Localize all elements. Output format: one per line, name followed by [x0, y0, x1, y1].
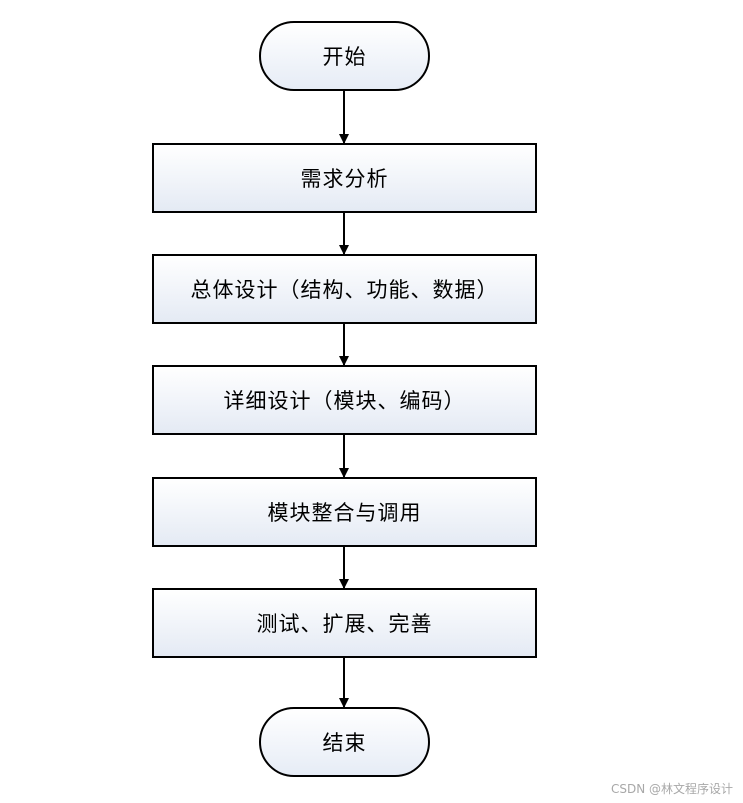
detailed-design-node: 详细设计（模块、编码） — [152, 365, 537, 435]
end-node-label: 结束 — [322, 731, 367, 755]
testing-label: 测试、扩展、完善 — [256, 612, 433, 636]
start-node-label: 开始 — [322, 45, 367, 69]
requirements-analysis-node: 需求分析 — [152, 143, 537, 213]
detailed-design-label: 详细设计（模块、编码） — [223, 389, 466, 413]
start-node: 开始 — [259, 21, 430, 91]
end-node: 结束 — [259, 707, 430, 777]
module-integration-node: 模块整合与调用 — [152, 477, 537, 547]
testing-node: 测试、扩展、完善 — [152, 588, 537, 658]
watermark: CSDN @林文程序设计 — [610, 782, 733, 796]
overall-design-node: 总体设计（结构、功能、数据） — [152, 254, 537, 324]
module-integration-label: 模块整合与调用 — [267, 501, 422, 525]
overall-design-label: 总体设计（结构、功能、数据） — [190, 278, 499, 302]
requirements-analysis-label: 需求分析 — [300, 167, 389, 191]
